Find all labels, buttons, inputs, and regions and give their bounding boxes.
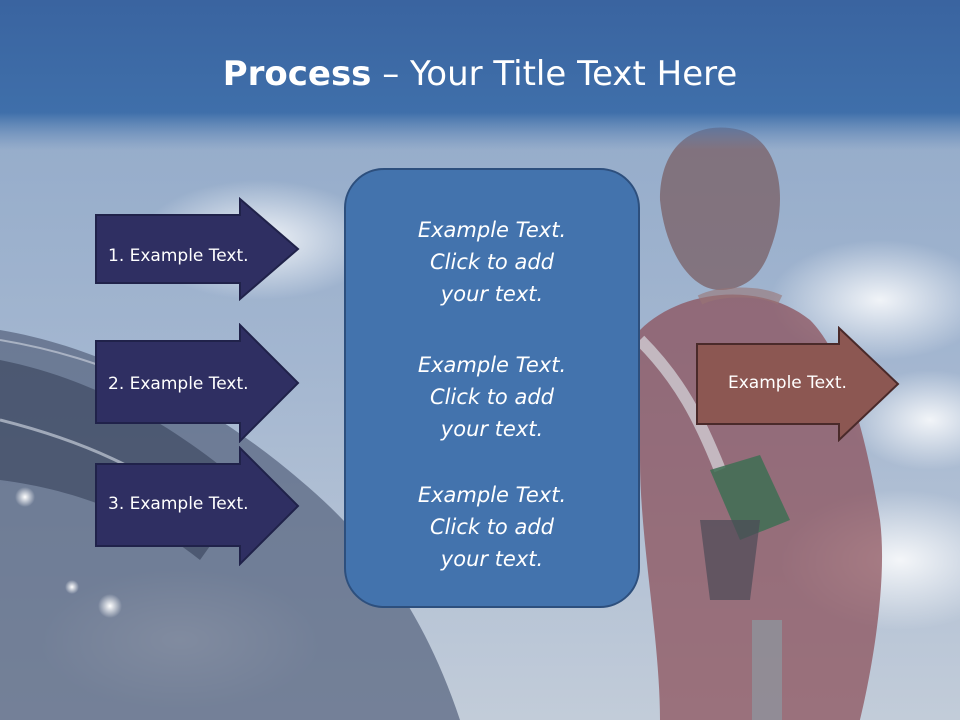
title-bold: Process xyxy=(222,54,372,94)
arrow-shape xyxy=(696,326,900,442)
block-line: Example Text. xyxy=(417,483,567,507)
block-line: Click to add xyxy=(429,385,554,409)
arrow-shape xyxy=(95,197,300,301)
step-label: 2. Example Text. xyxy=(108,374,249,394)
step-arrow-2: 2. Example Text. xyxy=(94,323,300,443)
step-label: 3. Example Text. xyxy=(108,494,249,514)
block-line: your text. xyxy=(440,282,544,306)
center-text-box: Example Text. Click to add your text. Ex… xyxy=(344,168,640,608)
output-arrow: Example Text. xyxy=(695,326,901,442)
slide-title: Process – Your Title Text Here xyxy=(0,52,960,96)
block-line: your text. xyxy=(440,417,544,441)
title-rest: – Your Title Text Here xyxy=(371,54,738,94)
output-label: Example Text. xyxy=(728,373,847,393)
text-block-1: Example Text. Click to add your text. xyxy=(346,214,638,310)
block-line: your text. xyxy=(440,547,544,571)
step-label: 1. Example Text. xyxy=(108,246,249,266)
block-line: Example Text. xyxy=(417,353,567,377)
text-block-3: Example Text. Click to add your text. xyxy=(346,479,638,575)
arrow-shape xyxy=(95,323,300,443)
arrow-shape xyxy=(95,446,300,566)
text-block-2: Example Text. Click to add your text. xyxy=(346,349,638,445)
block-line: Click to add xyxy=(429,515,554,539)
step-arrow-3: 3. Example Text. xyxy=(94,446,300,566)
block-line: Click to add xyxy=(429,250,554,274)
step-arrow-1: 1. Example Text. xyxy=(94,197,300,301)
block-line: Example Text. xyxy=(417,218,567,242)
